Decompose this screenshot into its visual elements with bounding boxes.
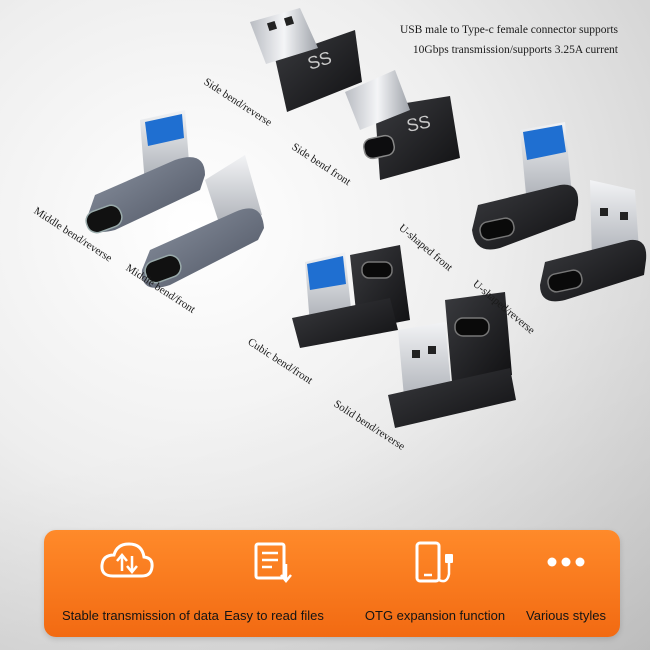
cloud-transfer-icon: [100, 542, 154, 578]
feature-label: Various styles: [526, 608, 606, 623]
svg-text:SS: SS: [405, 111, 433, 136]
feature-stable-transmission: Stable transmission of data: [62, 530, 219, 637]
middle-bend-reverse-adapter: [85, 110, 205, 234]
feature-label: Easy to read files: [224, 608, 324, 623]
headline: USB male to Type-c female connector supp…: [358, 20, 618, 60]
feature-various-styles: Various styles: [516, 530, 616, 637]
side-bend-front-adapter: SS: [345, 70, 460, 180]
feature-label: OTG expansion function: [364, 608, 506, 623]
headline-line-1: USB male to Type-c female connector supp…: [399, 24, 618, 36]
phone-cable-icon: [415, 541, 453, 583]
u-shaped-reverse-adapter: [540, 180, 647, 302]
cubic-bend-front-adapter: [292, 245, 410, 348]
document-icon: [254, 542, 292, 583]
more-dots-icon: [547, 557, 585, 567]
side-bend-reverse-adapter: SS: [250, 8, 362, 112]
feature-otg-expansion: OTG expansion function: [356, 530, 514, 637]
feature-label: Stable transmission of data: [62, 608, 219, 623]
solid-bend-reverse-adapter: [388, 292, 516, 428]
feature-easy-read: Easy to read files: [204, 530, 344, 637]
feature-banner: Stable transmission of data Easy to read…: [44, 530, 620, 637]
headline-line-2: 10Gbps transmission/supports 3.25A curre…: [412, 44, 618, 56]
u-shaped-front-adapter: [472, 122, 579, 250]
middle-bend-front-adapter: [141, 155, 264, 288]
